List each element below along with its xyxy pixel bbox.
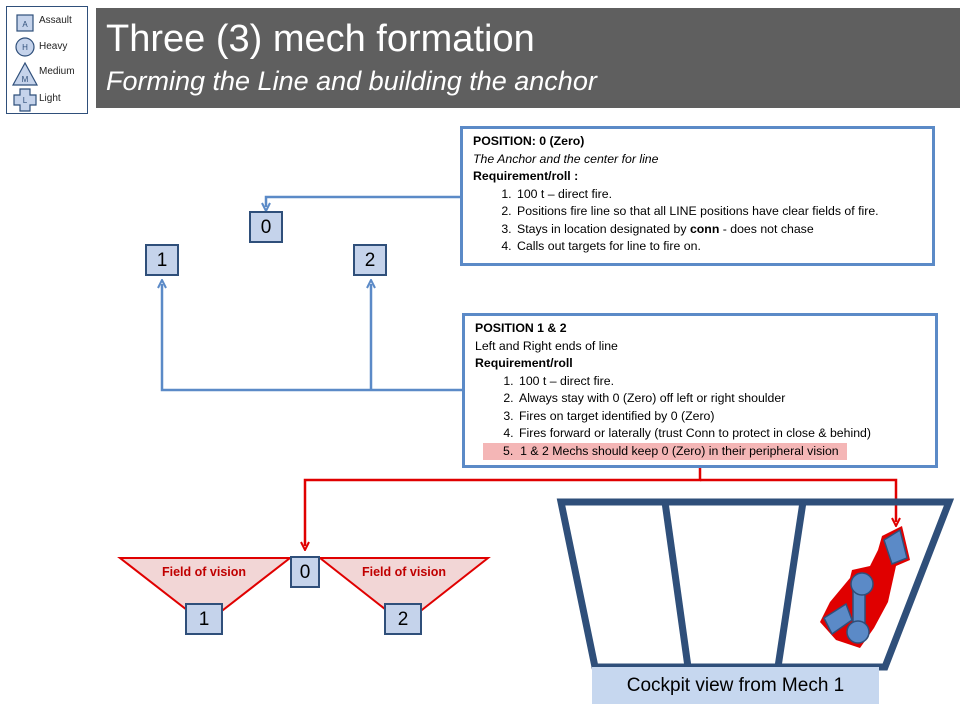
list-item: 100 t – direct fire. <box>515 186 922 204</box>
legend-label-heavy: Heavy <box>39 41 68 52</box>
legend-label-assault: Assault <box>39 15 72 26</box>
title-bar: Three (3) mech formation Forming the Lin… <box>96 8 960 108</box>
list-item-text: Stays in location designated by <box>517 221 690 236</box>
legend-symbols: A H M L <box>11 14 39 112</box>
highlighted-item-label: 1 & 2 Mechs should keep 0 (Zero) in thei… <box>520 443 839 458</box>
legend-label-medium: Medium <box>39 66 75 77</box>
red-connector-left <box>305 465 702 546</box>
connector-zero <box>266 195 462 207</box>
list-item: Fires on target identified by 0 (Zero) <box>517 408 925 426</box>
cockpit-strut-left <box>661 501 692 668</box>
red-connector-right <box>700 478 896 522</box>
connector-one <box>162 284 464 392</box>
node-zero-top: 0 <box>249 211 283 243</box>
field-of-vision-left <box>117 557 293 626</box>
highlighted-item: 5. 1 & 2 Mechs should keep 0 (Zero) in t… <box>475 442 925 460</box>
conn-bold: conn <box>689 221 720 236</box>
legend-symbol-a: A <box>22 20 28 29</box>
list-item: Calls out targets for line to fire on. <box>515 238 922 256</box>
light-icon <box>13 88 37 112</box>
legend-symbol-l: L <box>23 96 28 105</box>
node-zero-bottom: 0 <box>290 556 320 588</box>
node-two-bottom: 2 <box>384 603 422 635</box>
page-subtitle: Forming the Line and building the anchor <box>106 66 597 96</box>
highlighted-item-number: 5. <box>503 443 514 458</box>
position-one-two-box: POSITION 1 & 2 Left and Right ends of li… <box>462 313 938 468</box>
field-of-vision-right <box>317 557 491 626</box>
list-item: Fires forward or laterally (trust Conn t… <box>517 425 925 443</box>
field-of-vision-left-label: Field of vision <box>162 565 247 579</box>
position-zero-req-heading: Requirement/roll : <box>473 169 579 183</box>
mech-shoulder <box>850 572 874 596</box>
list-item: Stays in location designated by conn - d… <box>515 221 922 239</box>
highlighted-item-text: 5. 1 & 2 Mechs should keep 0 (Zero) in t… <box>483 442 847 460</box>
legend-label-light: Light <box>39 93 61 104</box>
position-zero-box: POSITION: 0 (Zero) The Anchor and the ce… <box>460 126 935 266</box>
legend-symbol-m: M <box>22 75 29 84</box>
position-one-two-list: 100 t – direct fire. Always stay with 0 … <box>475 373 925 443</box>
mech-leg <box>823 602 853 636</box>
assault-icon <box>16 14 34 32</box>
legend-symbol-h: H <box>22 43 28 52</box>
heavy-icon <box>15 37 35 57</box>
node-one-top: 1 <box>145 244 179 276</box>
field-of-vision-right-label: Field of vision <box>362 565 447 579</box>
medium-icon <box>11 61 39 86</box>
cockpit-frame <box>556 498 955 671</box>
cockpit-caption: Cockpit view from Mech 1 <box>592 667 879 704</box>
list-item: 100 t – direct fire. <box>517 373 925 391</box>
list-item: Positions fire line so that all LINE pos… <box>515 203 922 221</box>
cockpit-view <box>556 498 955 671</box>
legend: A H M L Assault Heavy Medium Light <box>6 6 88 114</box>
position-one-two-description: Left and Right ends of line <box>475 338 618 353</box>
node-one-bottom: 1 <box>185 603 223 635</box>
page-title: Three (3) mech formation <box>106 18 535 60</box>
node-two-top: 2 <box>353 244 387 276</box>
mech-silhouette <box>820 526 910 648</box>
mech-fist <box>846 620 870 644</box>
mech-head <box>883 528 908 565</box>
list-item: Always stay with 0 (Zero) off left or ri… <box>517 390 925 408</box>
position-zero-heading: POSITION: 0 (Zero) <box>473 134 585 148</box>
cockpit-strut-right <box>774 501 807 668</box>
list-item-tail: - does not chase <box>719 221 814 236</box>
position-one-two-req-heading: Requirement/roll <box>475 356 573 370</box>
position-zero-description: The Anchor and the center for line <box>473 151 659 166</box>
position-zero-list: 100 t – direct fire. Positions fire line… <box>473 186 922 256</box>
position-one-two-heading: POSITION 1 & 2 <box>475 321 567 335</box>
